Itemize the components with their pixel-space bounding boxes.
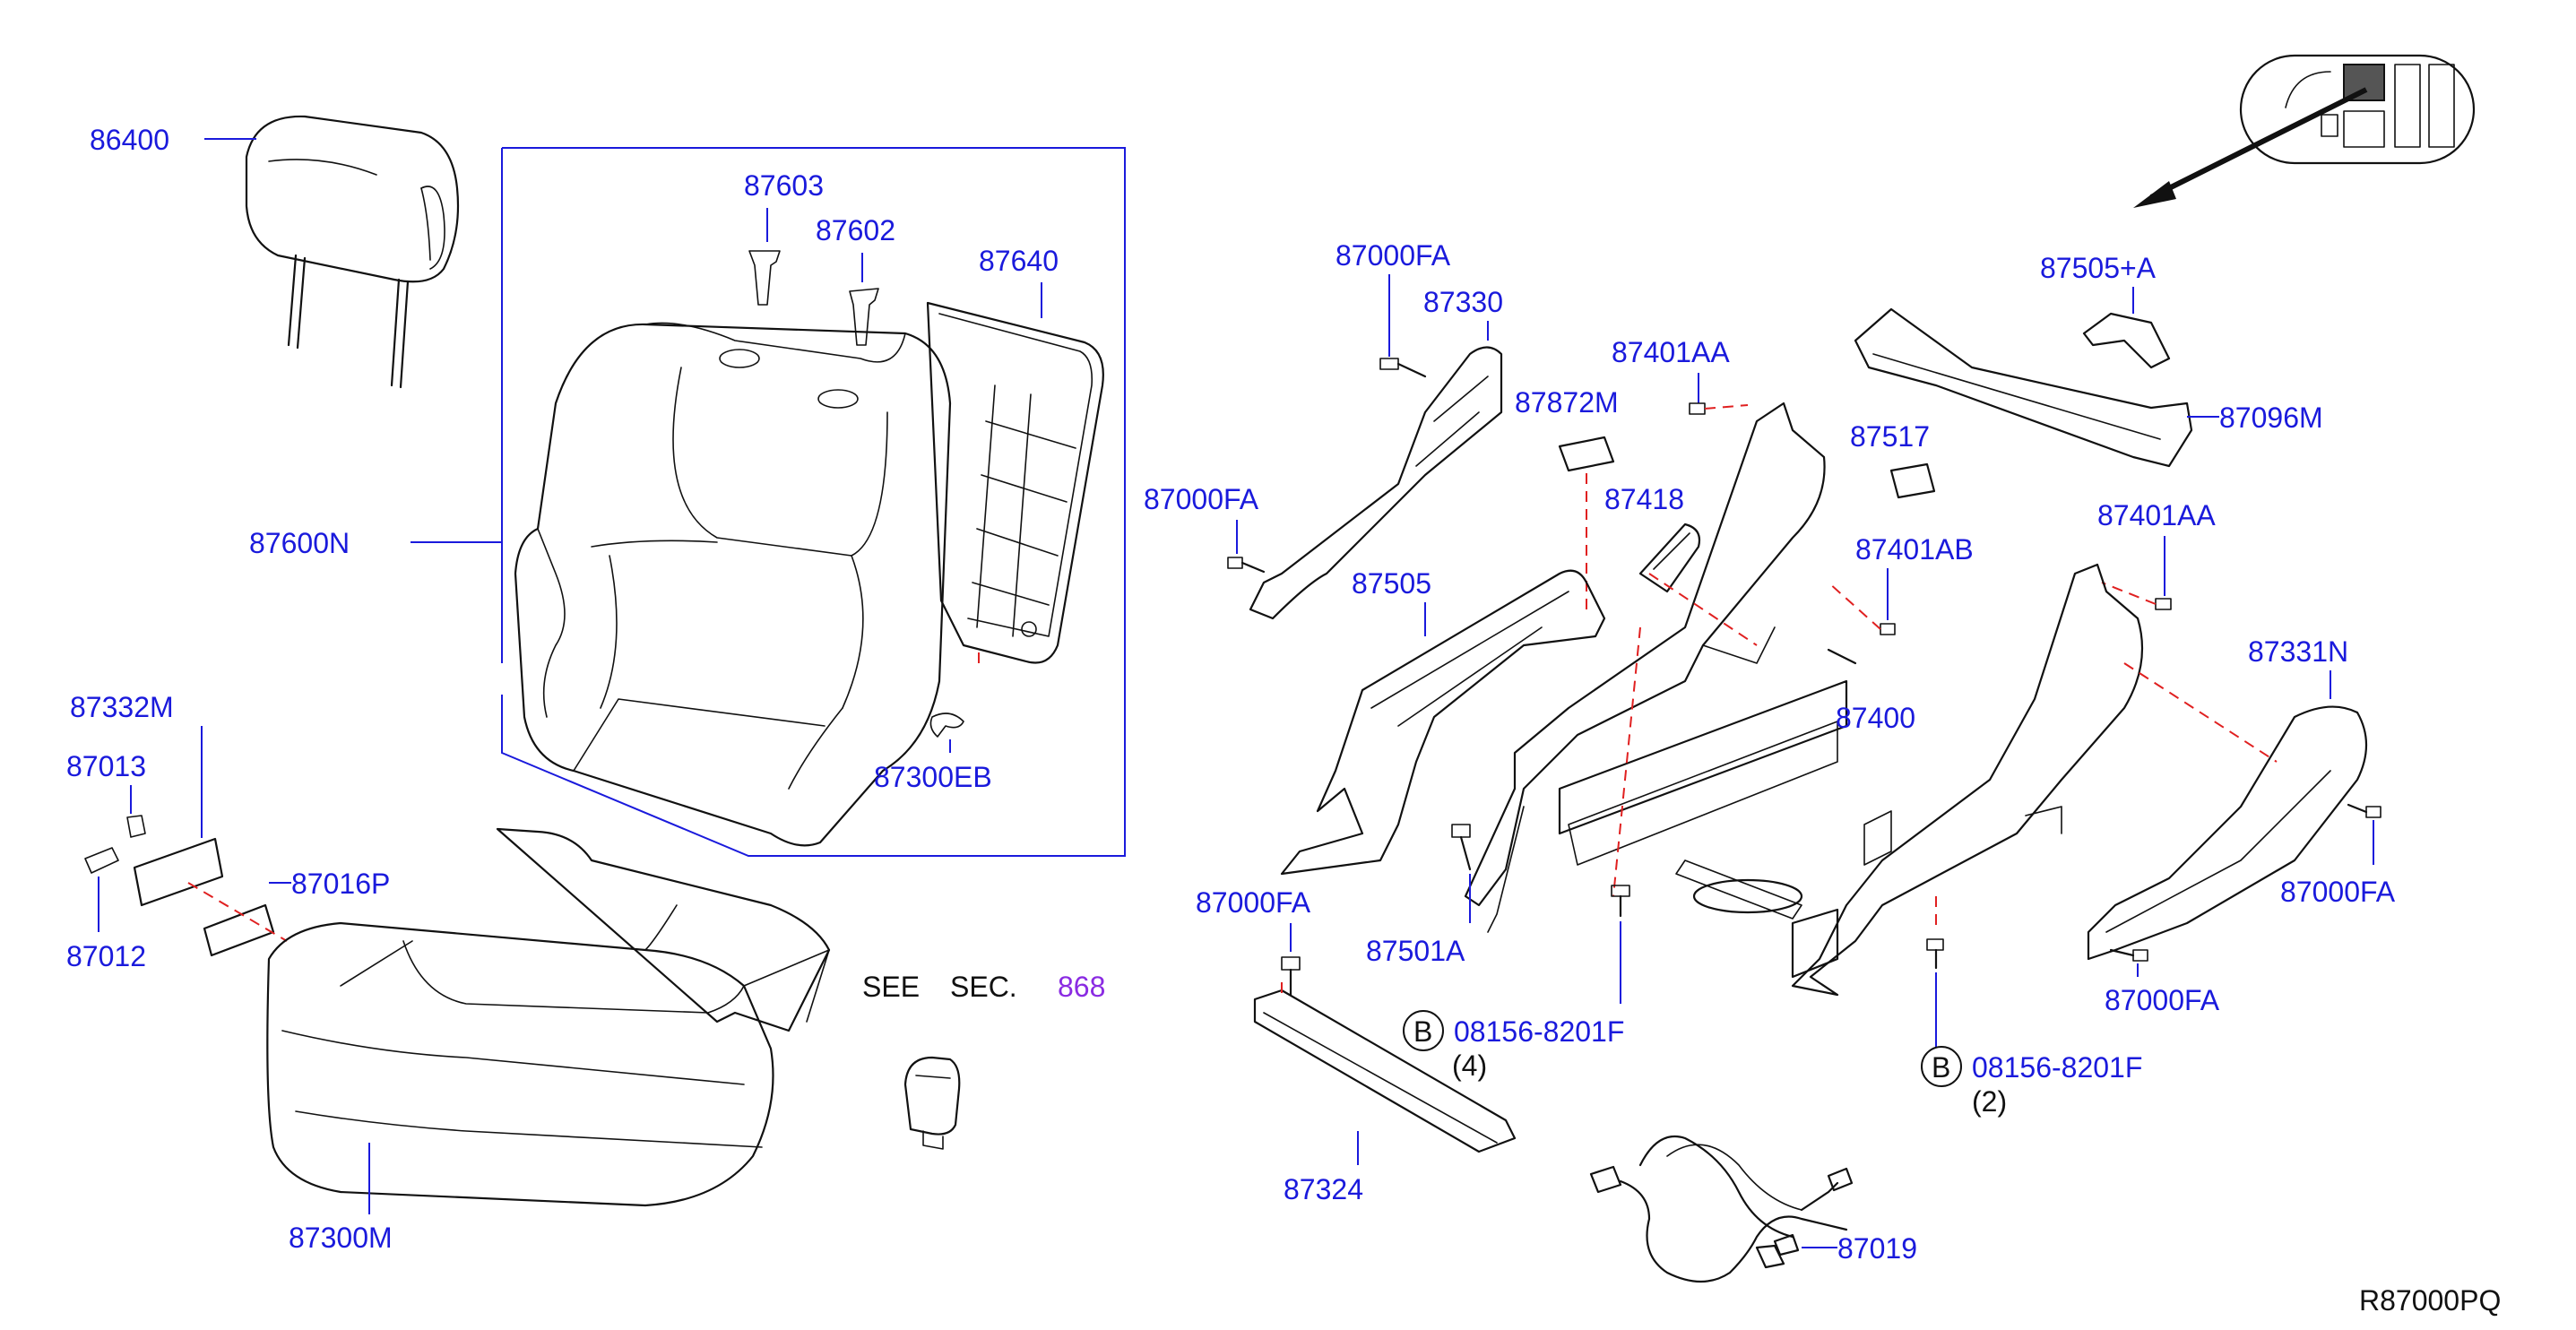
bolt-87401AB-drawing — [1827, 582, 1896, 665]
bar-87096M-drawing — [1854, 307, 2193, 468]
section-868-link[interactable]: 868 — [1058, 971, 1105, 1003]
bolt-87000FA-right-drawing — [2347, 803, 2382, 818]
finisher-87330-drawing — [1249, 346, 1503, 620]
diagram-reference-code: R87000PQ — [2359, 1284, 2501, 1317]
pad-87332-drawing — [133, 837, 224, 907]
label-87330[interactable]: 87330 — [1423, 286, 1503, 318]
label-87000FA-lower-right[interactable]: 87000FA — [2105, 984, 2220, 1016]
bolt-87401AA-top-drawing — [1689, 402, 1749, 415]
lever-87418-drawing — [1638, 522, 1701, 593]
label-87505[interactable]: 87505 — [1352, 567, 1431, 600]
label-87324[interactable]: 87324 — [1284, 1173, 1363, 1205]
label-87000FA-right[interactable]: 87000FA — [2280, 876, 2396, 908]
label-87505A[interactable]: 87505+A — [2040, 252, 2157, 284]
bolt-87000FA-left-drawing — [1227, 557, 1266, 574]
clip-87012-drawing — [84, 847, 119, 874]
bolt-87000FA-top-drawing — [1379, 358, 1427, 378]
label-87000FA-top[interactable]: 87000FA — [1336, 239, 1451, 272]
bolt-b-left-drawing — [1611, 885, 1630, 918]
frame-87505-drawing — [1280, 569, 1606, 876]
label-87401AA-right[interactable]: 87401AA — [2097, 499, 2216, 531]
label-87517[interactable]: 87517 — [1850, 420, 1930, 453]
label-87401AB[interactable]: 87401AB — [1855, 533, 1974, 566]
label-87000FA-lower-left[interactable]: 87000FA — [1196, 886, 1311, 919]
label-87418[interactable]: 87418 — [1604, 483, 1684, 515]
label-87640[interactable]: 87640 — [979, 245, 1059, 277]
vehicle-location-icon — [2133, 54, 2476, 208]
bolt-87501A-drawing — [1451, 824, 1472, 871]
bracket-87505A-drawing — [2082, 312, 2171, 369]
label-87000FA-left[interactable]: 87000FA — [1144, 483, 1259, 515]
bolt-b-right-marker — [1921, 1046, 1962, 1087]
label-87602[interactable]: 87602 — [816, 214, 895, 246]
bolt-87000FA-lower-left-drawing — [1281, 956, 1301, 997]
pad-87872M-drawing — [1558, 436, 1615, 609]
clip-87517-drawing — [1889, 462, 1936, 499]
headrest-guide-87602-drawing — [849, 288, 879, 346]
label-87331N[interactable]: 87331N — [2248, 635, 2348, 668]
bolt-b-right-drawing — [1926, 896, 1944, 970]
recliner-frame-drawing — [1464, 402, 1848, 979]
label-87501A[interactable]: 87501A — [1366, 935, 1465, 967]
label-86400[interactable]: 86400 — [90, 124, 169, 156]
label-87600N[interactable]: 87600N — [249, 527, 350, 559]
finisher-87324-drawing — [1253, 975, 1517, 1153]
label-87400[interactable]: 87400 — [1836, 702, 1915, 734]
bolt-87000FA-lower-right-drawing — [2109, 948, 2148, 962]
label-87019[interactable]: 87019 — [1837, 1232, 1917, 1265]
label-87096M[interactable]: 87096M — [2219, 402, 2323, 434]
seatback-callout-box — [501, 147, 1126, 857]
sec-text: SEC. — [950, 971, 1017, 1003]
clip-87300EB-drawing — [929, 652, 980, 738]
label-87300M[interactable]: 87300M — [289, 1222, 393, 1254]
bolt-b-left-marker — [1403, 1010, 1444, 1051]
label-87603[interactable]: 87603 — [744, 169, 824, 202]
bolt-87401AA-right-drawing — [2101, 582, 2172, 610]
label-08156-8201F-right[interactable]: 08156-8201F — [1972, 1051, 2142, 1084]
right-recliner-drawing — [1791, 563, 2144, 997]
seatback-drawing — [514, 322, 952, 847]
finisher-87331N-drawing — [2087, 662, 2368, 961]
cap-87013-drawing — [126, 815, 146, 838]
label-87872M[interactable]: 87872M — [1515, 386, 1619, 419]
bolt-b-left-qty: (4) — [1452, 1049, 1487, 1082]
label-87401AA-top[interactable]: 87401AA — [1612, 336, 1730, 368]
label-87016P[interactable]: 87016P — [291, 868, 390, 900]
circle-letter-b-right: B — [1932, 1051, 1950, 1084]
circle-letter-b-left: B — [1413, 1015, 1432, 1048]
headrest-drawing — [245, 115, 460, 389]
see-text: SEE — [862, 971, 920, 1003]
label-08156-8201F-left[interactable]: 08156-8201F — [1454, 1015, 1624, 1048]
bracket-87016P-drawing — [187, 882, 288, 957]
harness-87019-drawing — [1589, 1135, 1854, 1282]
label-87013[interactable]: 87013 — [66, 750, 146, 782]
seat-belt-buckle-drawing — [903, 1056, 961, 1150]
headrest-guide-87603-drawing — [748, 250, 781, 306]
label-87300EB[interactable]: 87300EB — [874, 761, 992, 793]
seat-cushion-drawing — [266, 827, 831, 1207]
label-87012[interactable]: 87012 — [66, 940, 146, 972]
back-board-drawing — [926, 301, 1104, 664]
label-87332M[interactable]: 87332M — [70, 691, 174, 723]
bolt-b-right-qty: (2) — [1972, 1085, 2007, 1118]
